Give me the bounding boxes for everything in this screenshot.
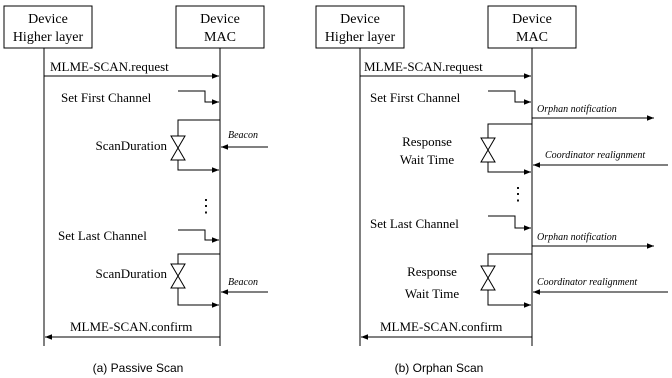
beacon-1-label: Beacon bbox=[228, 130, 258, 141]
response-wait-1-bracket bbox=[487, 123, 532, 175]
hourglass-icon bbox=[170, 135, 186, 161]
response-wait-2-bracket bbox=[487, 253, 532, 308]
response-wait-2-line2: Wait Time bbox=[405, 286, 459, 301]
continuation-dots: ⋮ bbox=[509, 184, 527, 204]
higher-layer-box-line1: Device bbox=[340, 12, 380, 27]
passive-scan-panel: Device Higher layer Device MAC MLME-SCAN… bbox=[3, 5, 268, 375]
set-last-channel-label: Set Last Channel bbox=[370, 216, 459, 231]
set-first-channel-label: Set First Channel bbox=[370, 90, 461, 105]
orphan-scan-caption: (b) Orphan Scan bbox=[395, 361, 484, 375]
continuation-dots: ⋮ bbox=[197, 196, 215, 216]
response-wait-2-line1: Response bbox=[407, 264, 457, 279]
mac-box-line1: Device bbox=[200, 12, 240, 27]
higher-layer-box-line1: Device bbox=[28, 12, 68, 27]
orphan-scan-panel: Device Higher layer Device MAC MLME-SCAN… bbox=[315, 5, 668, 375]
orphan-notification-2-label: Orphan notification bbox=[537, 232, 617, 243]
scan-confirm-label: MLME-SCAN.confirm bbox=[380, 319, 502, 334]
orphan-notification-1-label: Orphan notification bbox=[537, 104, 617, 115]
mac-box-line2: MAC bbox=[204, 30, 236, 45]
mac-box-line1: Device bbox=[512, 12, 552, 27]
higher-layer-box bbox=[3, 5, 93, 49]
scan-request-label: MLME-SCAN.request bbox=[364, 59, 483, 74]
response-wait-1-line1: Response bbox=[402, 134, 452, 149]
set-last-channel-arrow bbox=[178, 229, 219, 243]
hourglass-icon bbox=[480, 137, 496, 163]
scan-duration-2-bracket bbox=[177, 253, 220, 308]
higher-layer-box bbox=[315, 5, 405, 49]
set-first-channel-label: Set First Channel bbox=[61, 90, 152, 105]
coordinator-realignment-2-label: Coordinator realignment bbox=[537, 277, 637, 288]
scan-duration-1-label: ScanDuration bbox=[96, 138, 168, 153]
scan-request-label: MLME-SCAN.request bbox=[50, 59, 169, 74]
mac-box bbox=[487, 5, 577, 49]
passive-scan-caption: (a) Passive Scan bbox=[93, 361, 184, 375]
mac-box bbox=[175, 5, 265, 49]
set-first-channel-arrow bbox=[178, 90, 219, 105]
hourglass-icon bbox=[480, 265, 496, 291]
coordinator-realignment-1-label: Coordinator realignment bbox=[545, 150, 645, 161]
set-last-channel-label: Set Last Channel bbox=[58, 228, 147, 243]
scan-duration-2-label: ScanDuration bbox=[96, 266, 168, 281]
scan-duration-1-bracket bbox=[177, 119, 220, 173]
higher-layer-box-line2: Higher layer bbox=[13, 30, 84, 45]
set-last-channel-arrow bbox=[488, 215, 531, 231]
beacon-2-label: Beacon bbox=[228, 277, 258, 288]
higher-layer-box-line2: Higher layer bbox=[325, 30, 396, 45]
response-wait-1-line2: Wait Time bbox=[400, 152, 454, 167]
scan-confirm-label: MLME-SCAN.confirm bbox=[70, 319, 192, 334]
set-first-channel-arrow bbox=[488, 90, 531, 105]
hourglass-icon bbox=[170, 263, 186, 289]
mac-box-line2: MAC bbox=[516, 30, 548, 45]
